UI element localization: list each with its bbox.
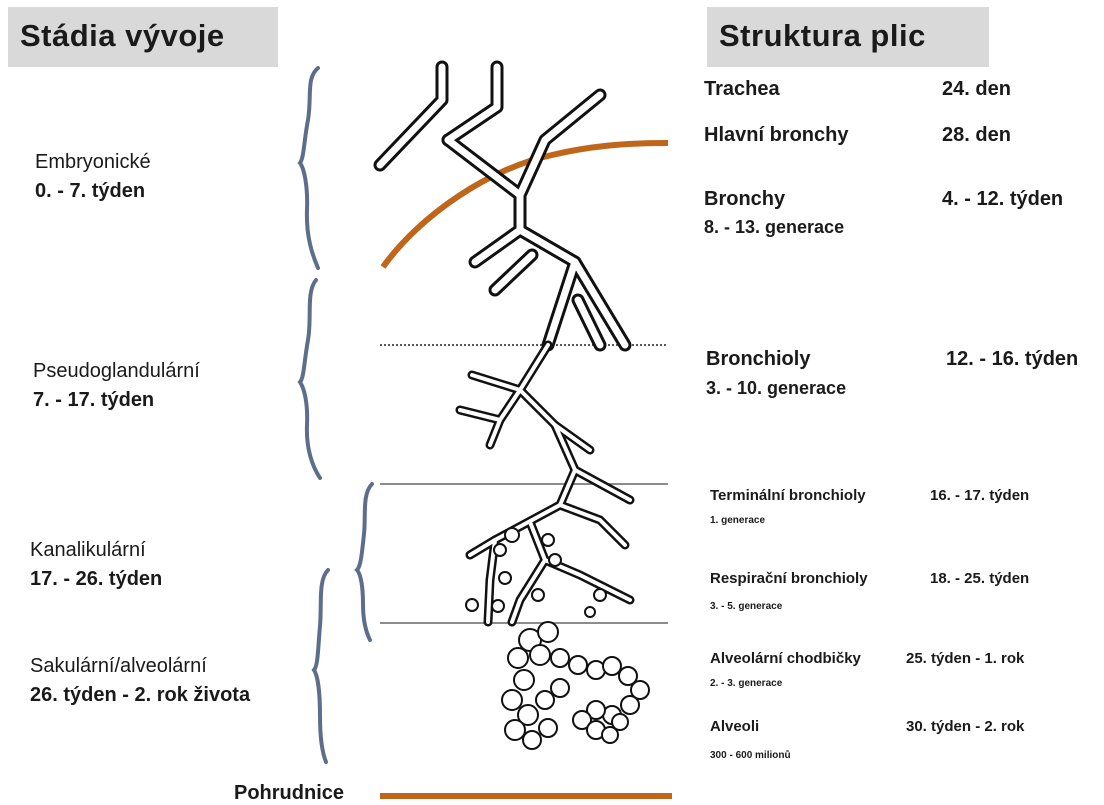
stage-brackets bbox=[300, 68, 372, 762]
bracket-saccular bbox=[314, 570, 328, 762]
bronchiole bbox=[470, 470, 575, 555]
bronchiole bbox=[560, 505, 625, 545]
generation-bronchioles: 3. - 10. generace bbox=[706, 378, 846, 399]
generation-alveoli: 300 - 600 milionů bbox=[710, 750, 791, 761]
bracket-canalicular bbox=[357, 484, 372, 640]
structure-alveolar-ducts: Alveolární chodbičky bbox=[710, 650, 861, 667]
generation-alveolar-ducts: 2. - 3. generace bbox=[710, 678, 782, 689]
time-main-bronchi: 28. den bbox=[942, 124, 1011, 147]
bracket-embryonic bbox=[300, 68, 318, 268]
time-alveolar-ducts: 25. týden - 1. rok bbox=[906, 650, 1024, 667]
bronchus-right bbox=[520, 95, 600, 195]
time-respiratory-bronchioles: 18. - 25. týden bbox=[930, 570, 1029, 587]
structure-bronchi: Bronchy bbox=[704, 188, 785, 211]
alveolar-sacs bbox=[502, 622, 649, 749]
generation-bronchi: 8. - 13. generace bbox=[704, 217, 844, 238]
time-bronchioles: 12. - 16. týden bbox=[946, 348, 1078, 371]
structure-main-bronchi: Hlavní bronchy bbox=[704, 124, 848, 147]
structure-trachea: Trachea bbox=[704, 78, 780, 101]
bracket-pseudoglandular bbox=[300, 280, 320, 478]
time-bronchi: 4. - 12. týden bbox=[942, 188, 1063, 211]
structure-respiratory-bronchioles: Respirační bronchioly bbox=[710, 570, 868, 587]
generation-terminal-bronchioles: 1. generace bbox=[710, 515, 765, 526]
time-trachea: 24. den bbox=[942, 78, 1011, 101]
trachea-right bbox=[448, 67, 497, 140]
time-terminal-bronchioles: 16. - 17. týden bbox=[930, 487, 1029, 504]
time-alveoli: 30. týden - 2. rok bbox=[906, 718, 1024, 735]
structure-bronchioles: Bronchioly bbox=[706, 348, 810, 371]
pleura-label: Pohrudnice bbox=[234, 782, 344, 805]
structure-alveoli: Alveoli bbox=[710, 718, 759, 735]
bronchiole bbox=[472, 345, 548, 390]
generation-respiratory-bronchioles: 3. - 5. generace bbox=[710, 601, 782, 612]
airway-tree bbox=[380, 67, 625, 345]
structure-terminal-bronchioles: Terminální bronchioly bbox=[710, 487, 866, 504]
main-bronchus bbox=[448, 140, 520, 262]
